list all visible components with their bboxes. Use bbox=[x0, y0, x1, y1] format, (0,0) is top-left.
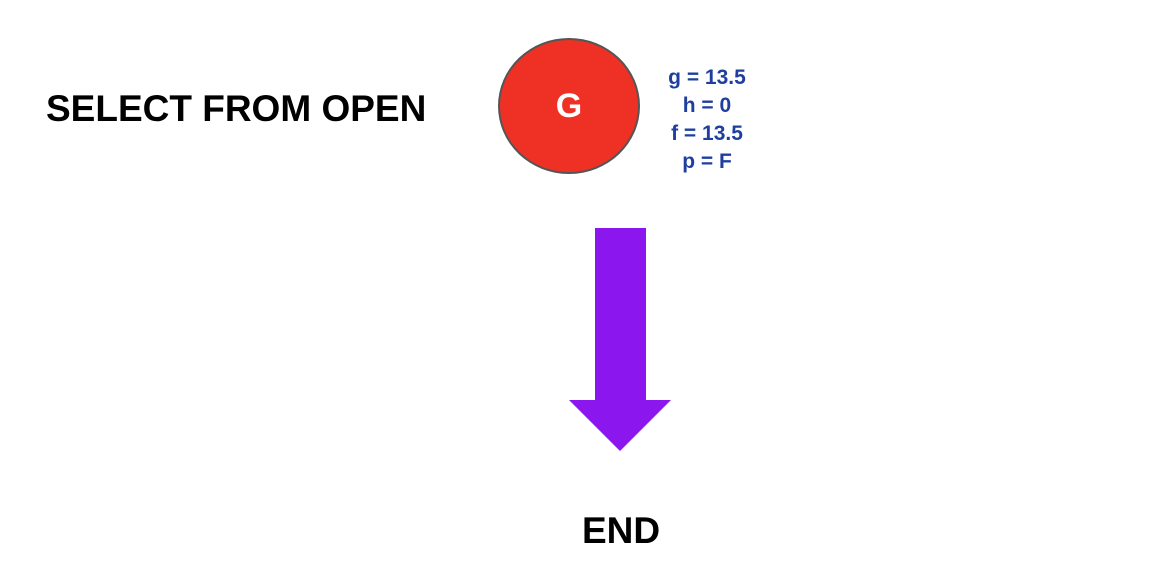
node-g-circle: G bbox=[498, 38, 640, 174]
node-g-parent-p: p = F bbox=[682, 150, 732, 173]
down-arrow-icon bbox=[569, 228, 671, 451]
end-label: END bbox=[582, 510, 661, 551]
node-g-total-f: f = 13.5 bbox=[671, 122, 743, 145]
down-arrow-shape bbox=[569, 228, 671, 451]
node-g-stats: g = 13.5 h = 0 f = 13.5 p = F bbox=[652, 64, 762, 176]
node-g-cost-g: g = 13.5 bbox=[668, 66, 746, 89]
step-title: SELECT FROM OPEN bbox=[46, 88, 427, 129]
node-g-label: G bbox=[555, 87, 583, 125]
node-g-heuristic-h: h = 0 bbox=[682, 94, 732, 117]
